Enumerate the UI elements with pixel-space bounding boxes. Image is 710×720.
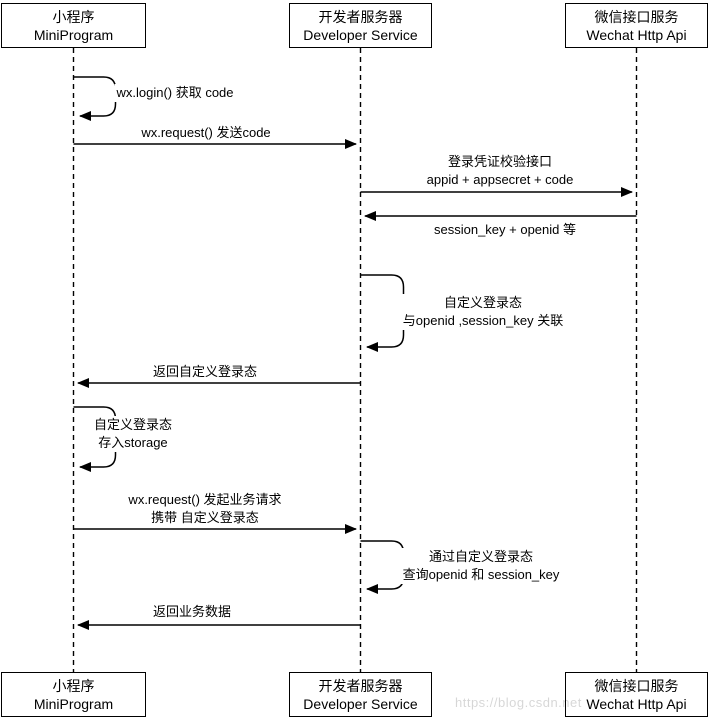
label-return-login-state: 返回自定义登录态 xyxy=(150,363,260,381)
actor-name-en: Wechat Http Api xyxy=(586,695,687,712)
actor-name-zh: 小程序 xyxy=(52,8,95,25)
actor-name-en: Wechat Http Api xyxy=(586,26,687,43)
actor-box-developer-service-bottom: 开发者服务器 Developer Service xyxy=(289,672,432,717)
actor-name-en: MiniProgram xyxy=(33,26,114,43)
self-loop-query-openid xyxy=(360,540,405,594)
actor-name-zh: 开发者服务器 xyxy=(318,677,403,694)
actor-box-wechat-api-top: 微信接口服务 Wechat Http Api xyxy=(565,3,708,48)
actor-box-developer-service-top: 开发者服务器 Developer Service xyxy=(289,3,432,48)
self-loop-create-login-state xyxy=(360,274,405,352)
label-query-openid: 通过自定义登录态 查询openid 和 session_key xyxy=(400,548,562,584)
label-return-business-data: 返回业务数据 xyxy=(150,603,234,621)
label-wx-login: wx.login() 获取 code xyxy=(114,84,236,102)
label-session-key-openid: session_key + openid 等 xyxy=(431,221,579,239)
label-create-login-state: 自定义登录态 与openid ,session_key 关联 xyxy=(400,294,566,330)
label-business-request: wx.request() 发起业务请求 携带 自定义登录态 xyxy=(126,491,284,527)
actor-name-zh: 微信接口服务 xyxy=(594,8,679,25)
self-loop-wx-login xyxy=(73,76,117,121)
label-verify-credential: 登录凭证校验接口 appid + appsecret + code xyxy=(424,153,576,189)
actor-name-en: MiniProgram xyxy=(33,695,114,712)
label-store-login-state: 自定义登录态 存入storage xyxy=(91,416,175,452)
actor-box-wechat-api-bottom: 微信接口服务 Wechat Http Api xyxy=(565,672,708,717)
actor-box-miniprogram-bottom: 小程序 MiniProgram xyxy=(1,672,146,717)
actor-name-en: Developer Service xyxy=(303,695,418,712)
label-send-code: wx.request() 发送code xyxy=(139,124,273,142)
actor-name-zh: 小程序 xyxy=(52,677,95,694)
actor-name-en: Developer Service xyxy=(303,26,418,43)
watermark-url: https://blog.csdn.net xyxy=(455,695,582,710)
actor-name-zh: 开发者服务器 xyxy=(318,8,403,25)
actor-box-miniprogram-top: 小程序 MiniProgram xyxy=(1,3,146,48)
actor-name-zh: 微信接口服务 xyxy=(594,677,679,694)
